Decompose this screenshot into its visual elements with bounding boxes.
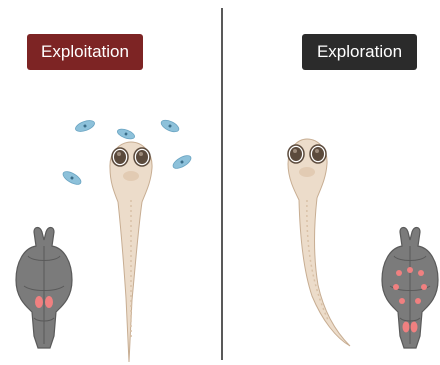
paramecium-prey-icon bbox=[171, 153, 193, 171]
zebrafish-larva-icon bbox=[110, 142, 152, 362]
right-eye-icon bbox=[310, 145, 326, 163]
paramecium-prey-icon bbox=[61, 169, 83, 187]
right-eye-icon bbox=[134, 148, 150, 166]
paramecium-prey-icon bbox=[116, 127, 136, 141]
paramecium-prey-icon bbox=[74, 118, 96, 133]
left-eye-icon bbox=[112, 148, 128, 166]
zebrafish-larva-icon bbox=[288, 139, 350, 346]
left-eye-icon bbox=[288, 145, 304, 163]
fish-brain-icon bbox=[382, 228, 438, 349]
fish-brain-icon bbox=[16, 228, 72, 349]
paramecium-prey-icon bbox=[159, 118, 180, 134]
